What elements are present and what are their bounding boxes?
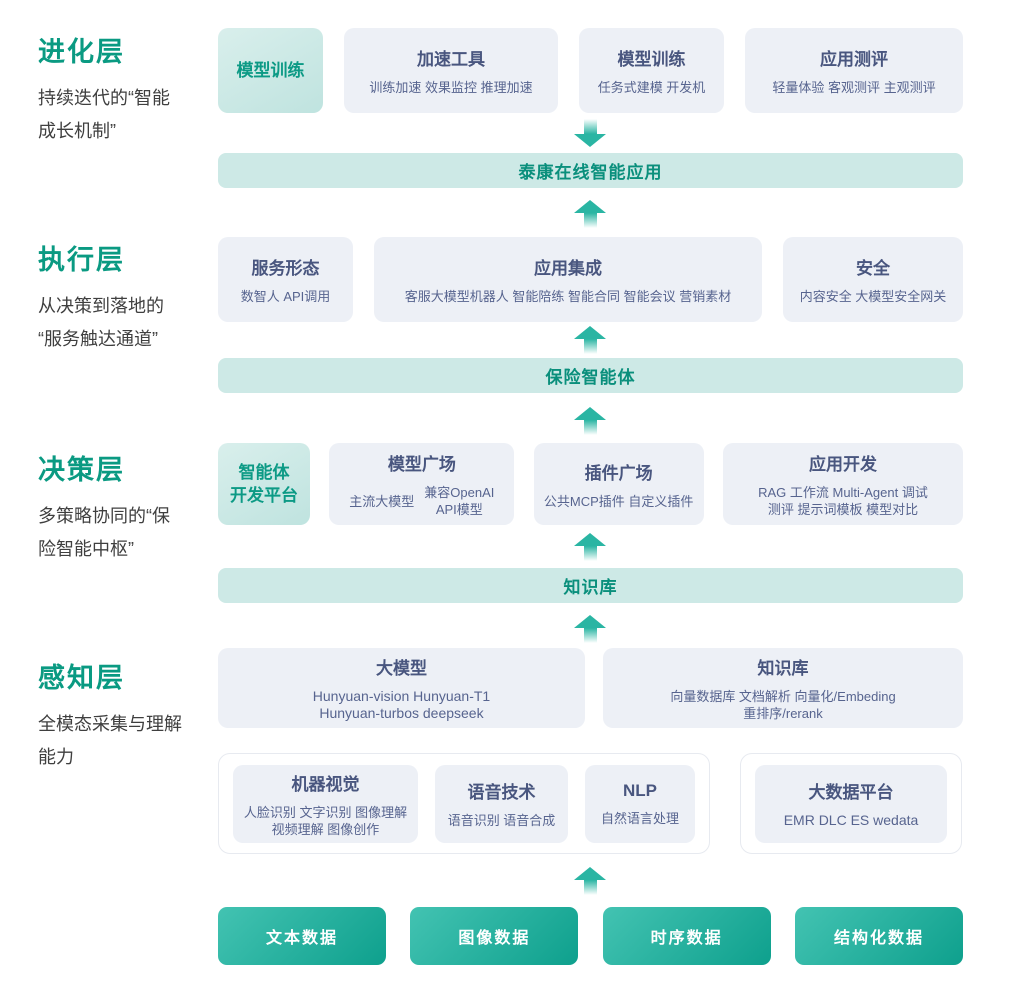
box-title: 插件广场 [584,463,653,483]
layer-title: 进化层 [38,37,125,67]
box-sub: 公共MCP插件 自定义插件 [543,493,694,509]
box-app-development: 应用开发 RAG 工作流 Multi-Agent 调试 测评 提示词模板 模型对… [722,443,963,525]
arrow-tail [583,213,597,228]
box-model-training: 模型训练 任务式建模 开发机 [579,28,724,113]
box-sub: 任务式建模 开发机 [597,80,706,95]
arrow-up-icon [574,533,606,561]
arrow-tail [583,119,597,134]
layer-title: 执行层 [38,245,125,275]
box-title: 应用集成 [534,259,602,278]
banner-taikang-online-apps: 泰康在线智能应用 [218,153,963,188]
box-nlp: NLP 自然语言处理 [585,764,695,843]
arrow-up-icon [574,200,606,228]
box-speech-tech: 语音技术 语音识别 语音合成 [435,764,568,843]
box-model-training-feature: 模型训练 [218,28,323,113]
arrow-down-icon [574,119,606,147]
decision-row: 智能体 开发平台 模型广场 主流大模型 兼容OpenAI API模型 插件广场 … [218,443,963,525]
feature-label: 模型训练 [236,61,305,80]
arrow-head [574,533,606,546]
box-title: 模型训练 [617,50,686,69]
layer-title: 决策层 [38,455,125,485]
box-title: 应用开发 [808,455,877,474]
box-title: 大数据平台 [808,783,894,802]
model-square-subs: 主流大模型 兼容OpenAI API模型 [349,484,494,518]
data-box-timeseries: 时序数据 [602,907,771,965]
data-box-image: 图像数据 [410,907,579,965]
box-computer-vision: 机器视觉 人脸识别 文字识别 图像理解 视频理解 图像创作 [233,764,418,843]
box-sub: 轻量体验 客观测评 主观测评 [772,80,936,95]
box-title: 机器视觉 [291,774,360,794]
box-title: 大模型 [376,659,427,678]
layer-title: 感知层 [38,663,125,693]
box-sub: 兼容OpenAI API模型 [424,485,495,517]
box-app-integration: 应用集成 客服大模型机器人 智能陪练 智能合同 智能会议 营销素材 [374,237,762,322]
box-agent-dev-platform-feature: 智能体 开发平台 [218,443,310,525]
box-sub: 内容安全 大模型安全网关 [799,289,947,304]
box-sub: 训练加速 效果监控 推理加速 [369,80,533,95]
box-title: 语音技术 [467,783,536,802]
evolution-row: 模型训练 加速工具 训练加速 效果监控 推理加速 模型训练 任务式建模 开发机 … [218,28,963,113]
arrow-tail [583,339,597,354]
data-box-structured: 结构化数据 [794,907,963,965]
box-sub: RAG 工作流 Multi-Agent 调试 测评 提示词模板 模型对比 [758,485,928,517]
arrow-head [574,867,606,880]
box-sub: 数智人 API调用 [240,289,331,304]
layer-desc: 从决策到落地的 “服务触达通道” [38,296,164,349]
banner-knowledge-base: 知识库 [218,568,963,603]
box-sub: Hunyuan-vision Hunyuan-T1 Hunyuan-turbos… [312,688,491,721]
box-acceleration-tools: 加速工具 训练加速 效果监控 推理加速 [344,28,558,113]
layer-label-perception: 感知层 全模态采集与理解 能力 [38,656,220,774]
layer-label-evolution: 进化层 持续迭代的“智能 成长机制” [38,30,220,148]
box-model-square: 模型广场 主流大模型 兼容OpenAI API模型 [329,443,515,525]
box-title: 安全 [856,259,890,278]
box-title: 服务形态 [251,259,320,278]
ai-capability-group: 机器视觉 人脸识别 文字识别 图像理解 视频理解 图像创作 语音技术 语音识别 … [218,753,710,854]
perception-row-1: 大模型 Hunyuan-vision Hunyuan-T1 Hunyuan-tu… [218,648,963,728]
box-sub: 客服大模型机器人 智能陪练 智能合同 智能会议 营销素材 [404,289,732,304]
arrow-head [574,615,606,628]
arrow-head [574,407,606,420]
layer-desc: 持续迭代的“智能 成长机制” [38,88,170,141]
arrow-up-icon [574,867,606,895]
layer-label-execution: 执行层 从决策到落地的 “服务触达通道” [38,238,220,356]
box-big-data-platform: 大数据平台 EMR DLC ES wedata [755,764,947,843]
box-sub: 自然语言处理 [600,810,679,826]
box-title: 知识库 [757,659,809,678]
box-plugin-square: 插件广场 公共MCP插件 自定义插件 [533,443,704,525]
data-box-text: 文本数据 [218,907,386,965]
arrow-up-icon [574,407,606,435]
banner-insurance-agent: 保险智能体 [218,358,963,393]
arrow-head [574,134,606,147]
big-data-group: 大数据平台 EMR DLC ES wedata [740,753,962,854]
arrow-tail [583,420,597,435]
feature-label: 智能体 开发平台 [230,463,298,505]
arrow-head [574,200,606,213]
layer-desc: 多策略协同的“保 险智能中枢” [38,506,170,559]
box-sub: 语音识别 语音合成 [447,813,556,828]
arrow-tail [583,546,597,561]
box-sub: 人脸识别 文字识别 图像理解 视频理解 图像创作 [243,804,408,837]
box-large-models: 大模型 Hunyuan-vision Hunyuan-T1 Hunyuan-tu… [218,648,585,728]
box-security: 安全 内容安全 大模型安全网关 [783,237,963,322]
arrow-tail [583,628,597,643]
execution-row: 服务形态 数智人 API调用 应用集成 客服大模型机器人 智能陪练 智能合同 智… [218,237,963,322]
box-sub: EMR DLC ES wedata [783,812,919,828]
box-sub: 向量数据库 文档解析 向量化/Embeding 重排序/rerank [670,689,896,721]
box-title: NLP [623,780,657,800]
box-title: 应用测评 [820,50,888,69]
arrow-tail [583,880,597,895]
box-title: 加速工具 [417,50,485,69]
arrow-up-icon [574,326,606,354]
box-service-forms: 服务形态 数智人 API调用 [218,237,353,322]
box-sub: 主流大模型 [349,493,415,509]
data-source-row: 文本数据 图像数据 时序数据 结构化数据 [218,907,963,965]
box-app-evaluation: 应用测评 轻量体验 客观测评 主观测评 [745,28,963,113]
arrow-head [574,326,606,339]
arrow-up-icon [574,615,606,643]
box-title: 模型广场 [387,455,456,474]
layer-label-decision: 决策层 多策略协同的“保 险智能中枢” [38,448,220,566]
box-knowledge-base: 知识库 向量数据库 文档解析 向量化/Embeding 重排序/rerank [603,648,963,728]
layer-desc: 全模态采集与理解 能力 [38,714,182,767]
